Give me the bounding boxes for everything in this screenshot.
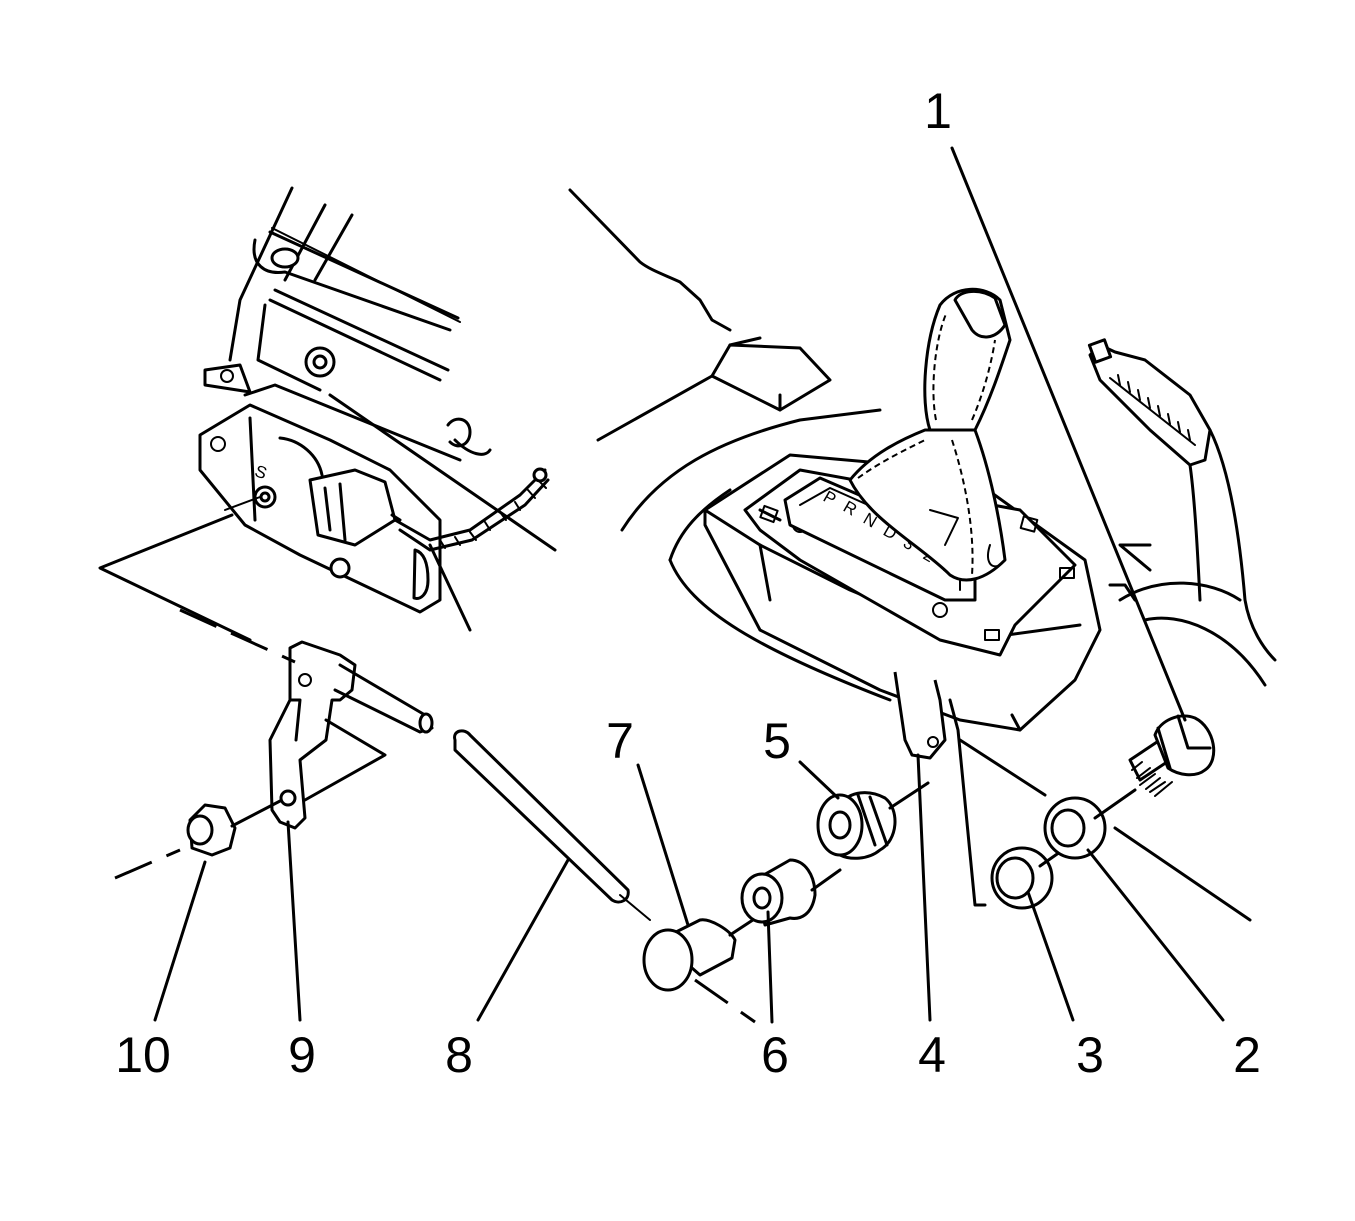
leader-7 [636, 763, 690, 927]
callout-9: 9 [288, 1027, 316, 1083]
callout-8: 8 [445, 1027, 473, 1083]
shifter-console: P R N D 3 2 1 [568, 188, 1252, 922]
callout-4: 4 [918, 1027, 946, 1083]
leader-2 [1086, 848, 1225, 1022]
leader-4 [916, 753, 932, 1022]
callout-2: 2 [1233, 1027, 1261, 1083]
item-9-bracket [268, 640, 434, 830]
item-3-washer [990, 836, 1082, 910]
callout-10: 10 [115, 1027, 171, 1083]
leader-6 [766, 910, 774, 1024]
item-10-nut [114, 789, 297, 880]
item-1-bolt [1128, 714, 1216, 797]
transmission-housing: S [198, 186, 557, 632]
assembly-lines [98, 513, 756, 1024]
leader-3 [1026, 890, 1075, 1022]
callout-6: 6 [761, 1027, 789, 1083]
callout-7: 7 [606, 713, 634, 769]
handbrake [1087, 338, 1277, 687]
leader-1 [950, 146, 1187, 722]
leader-9 [286, 820, 302, 1022]
leader-10 [153, 860, 207, 1022]
leader-5 [798, 760, 840, 800]
item-6-bushing [740, 858, 842, 927]
item-2-washer [1043, 788, 1137, 860]
callout-1: 1 [924, 83, 952, 139]
callout-3: 3 [1076, 1027, 1104, 1083]
callout-5: 5 [763, 713, 791, 769]
leader-lines [153, 146, 1225, 1024]
item-5-grommet [816, 781, 930, 860]
item-8-rod [453, 729, 651, 921]
item-7-pin [642, 910, 767, 992]
callout-labels: 1 2 3 4 5 6 7 8 9 10 [115, 83, 1261, 1083]
leader-8 [476, 858, 570, 1022]
